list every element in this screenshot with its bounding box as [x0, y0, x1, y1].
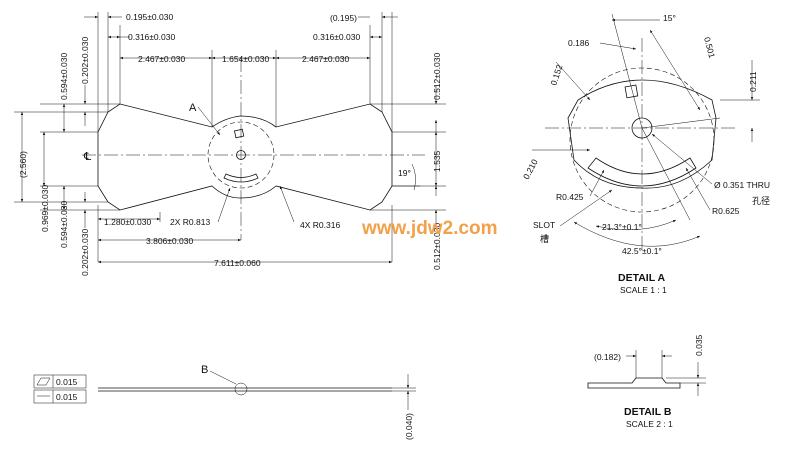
dim-left-4: 0.594±0.030	[59, 201, 69, 248]
dim-top-2: 2.467±0.030	[138, 54, 185, 64]
dim-bottom-1: 2X R0.813	[170, 217, 210, 227]
dim-bottom-4: 7.611±0.060	[214, 258, 261, 268]
dim-left-2: (2.560)	[18, 151, 28, 178]
angle-19: 19°	[398, 168, 411, 178]
detail-a: 15° 0.186 0.501 0.152 0.211 0.210 R0.425…	[521, 13, 770, 295]
detail-b-dim-0: (0.182)	[594, 352, 621, 362]
detail-a-dim-4: 0.211	[748, 71, 758, 92]
dim-right-0: 0.512±0.030	[432, 53, 442, 100]
detail-a-dim-0: 15°	[663, 13, 676, 23]
detail-a-title: DETAIL A	[618, 272, 665, 284]
detail-a-dim-1: 0.186	[568, 38, 590, 48]
detail-a-dim-2: 0.501	[702, 36, 717, 59]
callout-a-label: A	[189, 102, 197, 114]
detail-a-dim-10: SLOT	[533, 220, 555, 230]
detail-a-dim-9: R0.625	[712, 206, 740, 216]
dim-bottom-2: 4X R0.316	[300, 220, 340, 230]
detail-a-dim-8: 孔径	[752, 195, 770, 206]
detail-b-scale: SCALE 2 : 1	[626, 419, 673, 429]
dim-top-1: 0.316±0.030	[128, 32, 175, 42]
dim-top-5: 0.316±0.030	[313, 32, 360, 42]
detail-b-dim-1: 0.035	[694, 334, 704, 356]
watermark-text: www.jdw2.com	[361, 218, 498, 239]
dim-bottom-0: 1.280±0.030	[104, 217, 151, 227]
main-view: ℄ 0.195±0.030 0.316±0.030 2.467±0.030 1.…	[14, 12, 446, 276]
detail-a-dim-12: 21.3°±0.1°	[602, 222, 642, 232]
dim-left-0: 0.202±0.030	[80, 37, 90, 84]
dim-left-5: 0.202±0.030	[80, 229, 90, 276]
side-view: B 0.015 0.015 (0.040)	[33, 364, 416, 440]
key-square	[233, 128, 245, 139]
detail-a-dim-6: R0.425	[556, 192, 584, 202]
dim-top-0: 0.195±0.030	[126, 12, 173, 22]
dim-right-2: 0.512±0.030	[432, 223, 442, 270]
thickness-dim: (0.040)	[404, 413, 414, 440]
detail-b-title: DETAIL B	[624, 406, 672, 418]
detail-b: (0.182) 0.035 DETAIL B SCALE 2 : 1	[587, 334, 706, 429]
callout-b-circle	[234, 382, 248, 396]
detail-a-dim-13: 42.5°±0.1°	[622, 246, 662, 256]
dim-left-1: 0.594±0.030	[59, 53, 69, 100]
dim-top-6: 2.467±0.030	[302, 54, 349, 64]
straightness-value: 0.015	[56, 392, 78, 402]
slot-arc	[223, 173, 259, 183]
flatness-icon	[36, 377, 51, 386]
hub-circle	[207, 121, 275, 189]
dim-top-4: (0.195)	[330, 13, 357, 23]
detail-a-dim-11: 槽	[540, 233, 549, 244]
flatness-frame	[33, 374, 87, 389]
detail-a-dim-3: 0.152	[548, 63, 564, 87]
detail-a-dim-7: Ø 0.351 THRU	[714, 180, 770, 190]
straightness-frame	[33, 389, 87, 404]
centerline-symbol: ℄	[83, 151, 91, 163]
detail-a-key-square	[624, 84, 639, 99]
dim-left-3: 0.969±0.030	[40, 185, 50, 232]
detail-a-scale: SCALE 1 : 1	[620, 285, 667, 295]
detail-a-slot	[587, 157, 697, 187]
dim-bottom-3: 3.806±0.030	[146, 236, 193, 246]
dim-right-1: 1.535	[432, 150, 442, 172]
flatness-value: 0.015	[56, 377, 78, 387]
callout-b-label: B	[201, 364, 208, 376]
detail-a-dim-5: 0.210	[521, 157, 540, 181]
detail-b-profile	[587, 377, 681, 389]
dim-top-3: 1.654±0.030	[222, 54, 269, 64]
